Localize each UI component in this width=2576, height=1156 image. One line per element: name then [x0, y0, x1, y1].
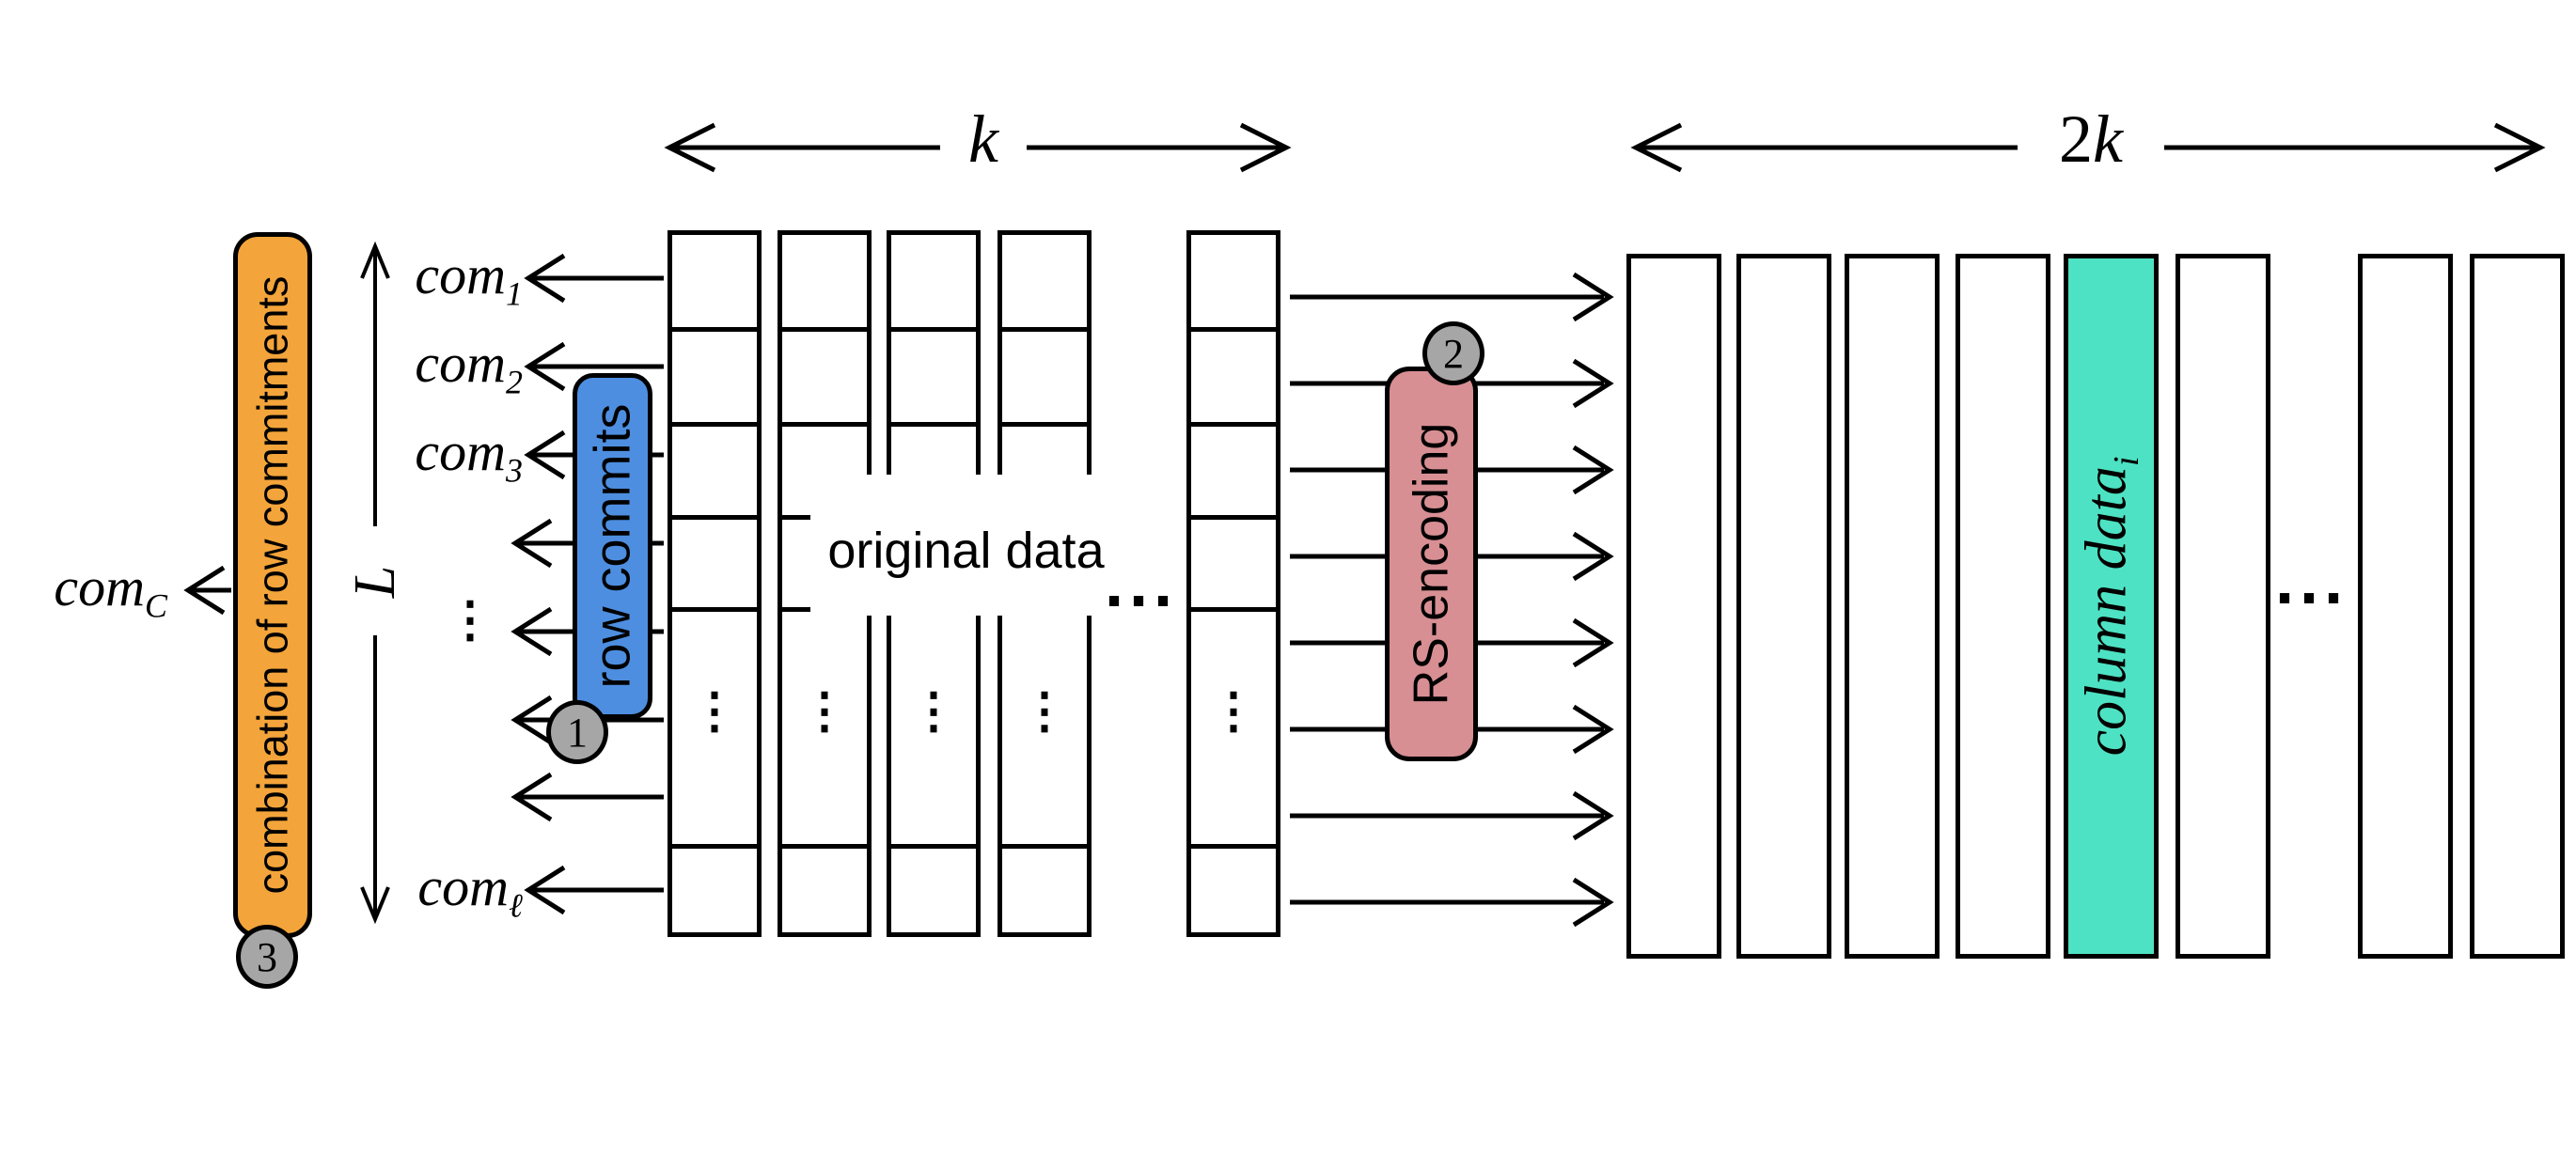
matrix-cell-line — [671, 515, 758, 520]
encoded-column — [2358, 254, 2453, 959]
matrix-column-ellipsis: ⋮ — [909, 682, 958, 740]
2k-width-label: 2k — [2059, 102, 2123, 177]
combination-box: combination of row commitments — [233, 232, 312, 938]
original-data-ellipsis: ... — [1103, 555, 1178, 619]
row-commits-box: row commits — [573, 373, 652, 719]
matrix-column — [668, 230, 762, 937]
row-commits-box-label: row commits — [584, 403, 641, 689]
matrix-cell-line — [1001, 422, 1088, 427]
comC-arrow — [183, 565, 231, 616]
encoded-columns-ellipsis: ... — [2273, 553, 2348, 617]
matrix-cell-line — [1190, 422, 1277, 427]
matrix-cell-line — [890, 844, 977, 849]
encoded-column — [1845, 254, 1940, 959]
matrix-cell-line — [781, 327, 868, 332]
com-ell-label: comℓ — [417, 856, 523, 925]
matrix-column-ellipsis: ⋮ — [690, 682, 739, 740]
encoded-column — [2470, 254, 2565, 959]
matrix-cell-line — [671, 844, 758, 849]
step-1-marker: 1 — [546, 700, 608, 764]
matrix-cell-line — [1190, 515, 1277, 520]
matrix-cell-line — [781, 844, 868, 849]
sampled-column — [2064, 254, 2159, 959]
matrix-cell-line — [671, 327, 758, 332]
matrix-cell-line — [781, 422, 868, 427]
matrix-cell-line — [1190, 327, 1277, 332]
com-rows-ellipsis: ⋮ — [446, 591, 495, 648]
column-data-label: column datai — [2074, 456, 2146, 757]
original-data-label: original data — [810, 475, 1122, 616]
matrix-cell-line — [1001, 844, 1088, 849]
matrix-cell-line — [890, 422, 977, 427]
com1-label: com1 — [415, 244, 523, 313]
matrix-cell-line — [890, 327, 977, 332]
rs-encoding-box-label: RS-encoding — [1404, 422, 1459, 706]
encoded-column — [1956, 254, 2050, 959]
L-height-label: L — [343, 565, 407, 599]
encoded-column — [1626, 254, 1721, 959]
matrix-cell-line-stub — [781, 607, 817, 612]
step-3-marker: 3 — [236, 925, 298, 989]
matrix-cell-line — [1001, 327, 1088, 332]
matrix-column-ellipsis: ⋮ — [1020, 682, 1069, 740]
encoded-column — [2175, 254, 2270, 959]
step-2-marker: 2 — [1422, 321, 1484, 385]
combination-box-label: combination of row commitments — [248, 275, 297, 895]
com3-label: com3 — [415, 421, 523, 490]
comC-label: comC — [54, 556, 167, 625]
matrix-cell-line — [1190, 607, 1277, 612]
matrix-column-ellipsis: ⋮ — [1209, 682, 1258, 740]
encoded-column — [1736, 254, 1831, 959]
matrix-cell-line — [671, 422, 758, 427]
matrix-column — [1186, 230, 1280, 937]
com2-label: com2 — [415, 333, 523, 401]
matrix-cell-line-stub — [781, 515, 817, 520]
matrix-column-ellipsis: ⋮ — [800, 682, 849, 740]
matrix-cell-line — [671, 607, 758, 612]
k-width-label: k — [968, 102, 998, 177]
rs-encoding-box: RS-encoding — [1385, 367, 1478, 761]
matrix-cell-line — [1190, 844, 1277, 849]
